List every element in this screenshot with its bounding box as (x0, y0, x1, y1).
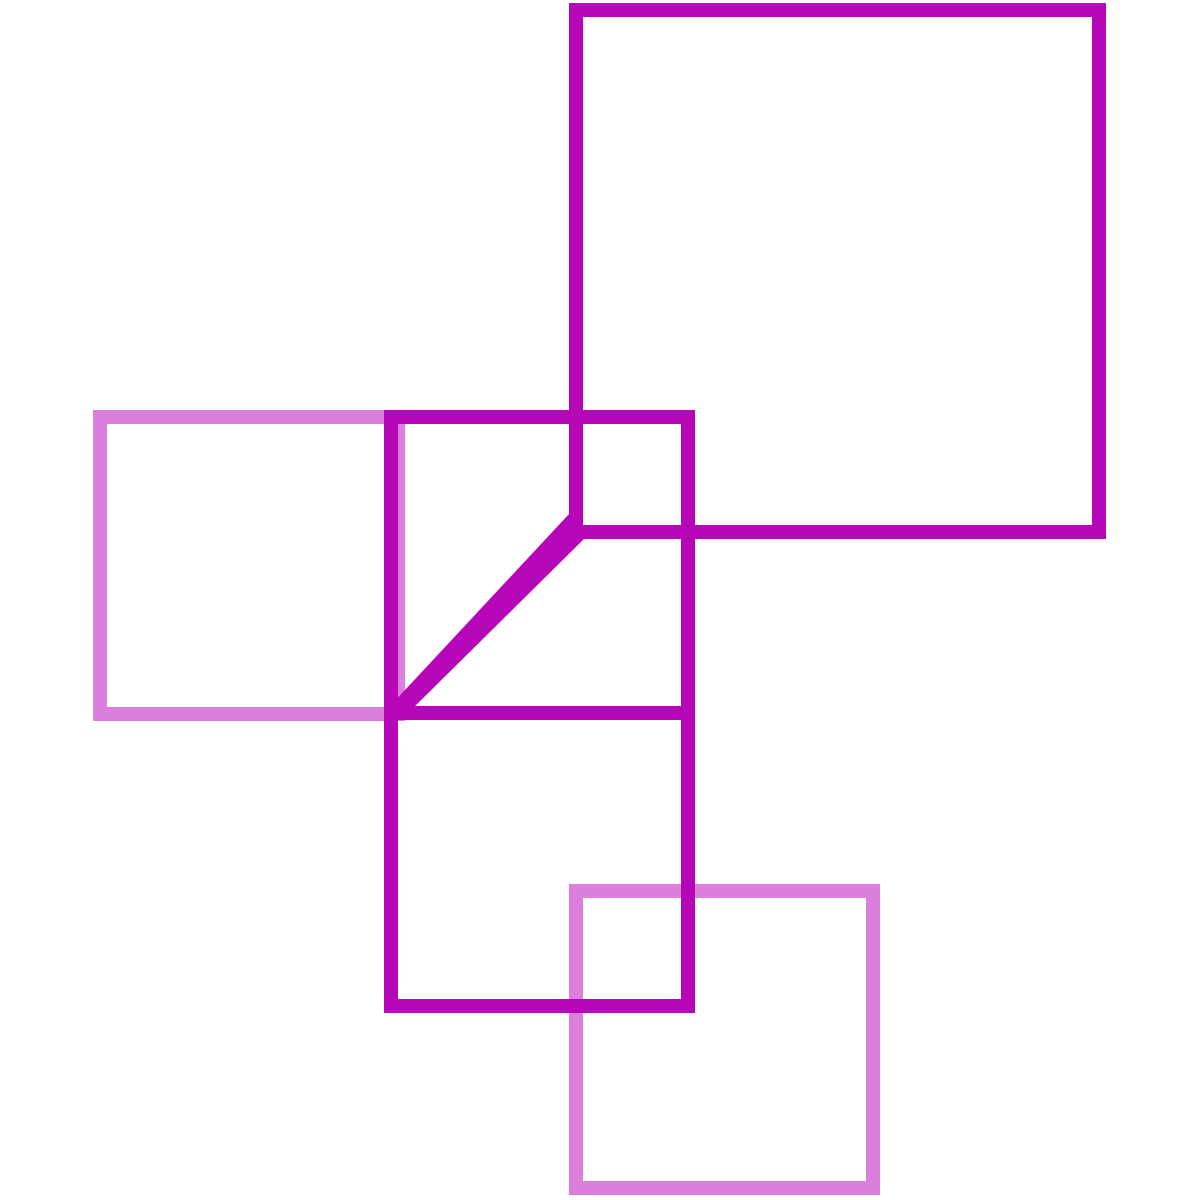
square-center-lower (384, 706, 695, 1013)
large-square-top-right (569, 3, 1106, 539)
square-bottom-light (569, 884, 880, 1195)
diagonal-connector (391, 514, 585, 718)
